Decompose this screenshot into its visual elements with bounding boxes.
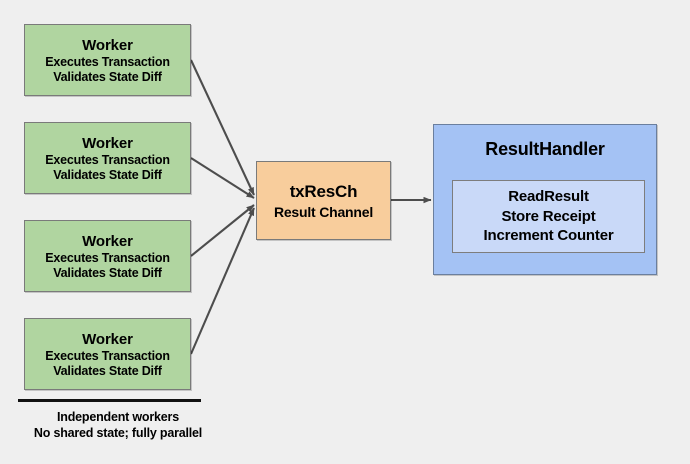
resulthandler-step: ReadResult (508, 188, 589, 206)
node-txresch[interactable]: txResCh Result Channel (256, 161, 391, 240)
worker-title: Worker (82, 232, 133, 250)
worker-line-2: Validates State Diff (53, 167, 162, 182)
txresch-subtitle: Result Channel (273, 203, 374, 220)
worker-line-2: Validates State Diff (53, 265, 162, 280)
worker-line-1: Executes Transaction (45, 152, 170, 167)
txresch-title: txResCh (289, 181, 358, 201)
worker-title: Worker (82, 134, 133, 152)
legend-line-1: Independent workers (57, 410, 179, 424)
worker-title: Worker (82, 36, 133, 54)
resulthandler-steps-box: ReadResult Store Receipt Increment Count… (452, 180, 645, 253)
edge-worker-3-to-channel (190, 204, 255, 257)
edge-worker-2-to-channel (190, 157, 255, 199)
edge-worker-1-to-channel (190, 59, 255, 196)
worker-line-1: Executes Transaction (45, 250, 170, 265)
edge-worker-4-to-channel (190, 207, 255, 355)
resulthandler-step: Store Receipt (501, 207, 596, 225)
worker-line-2: Validates State Diff (53, 69, 162, 84)
resulthandler-title: ResultHandler (485, 139, 605, 159)
legend-line-2: No shared state; fully parallel (33, 426, 203, 440)
worker-line-1: Executes Transaction (45, 348, 170, 363)
resulthandler-step: Increment Counter (483, 227, 614, 245)
worker-line-2: Validates State Diff (53, 363, 162, 378)
legend: Independent workers No shared state; ful… (18, 399, 218, 441)
worker-line-1: Executes Transaction (45, 54, 170, 69)
legend-divider (18, 399, 201, 402)
node-resulthandler[interactable]: ResultHandler ReadResult Store Receipt I… (433, 124, 657, 275)
worker-title: Worker (82, 330, 133, 348)
